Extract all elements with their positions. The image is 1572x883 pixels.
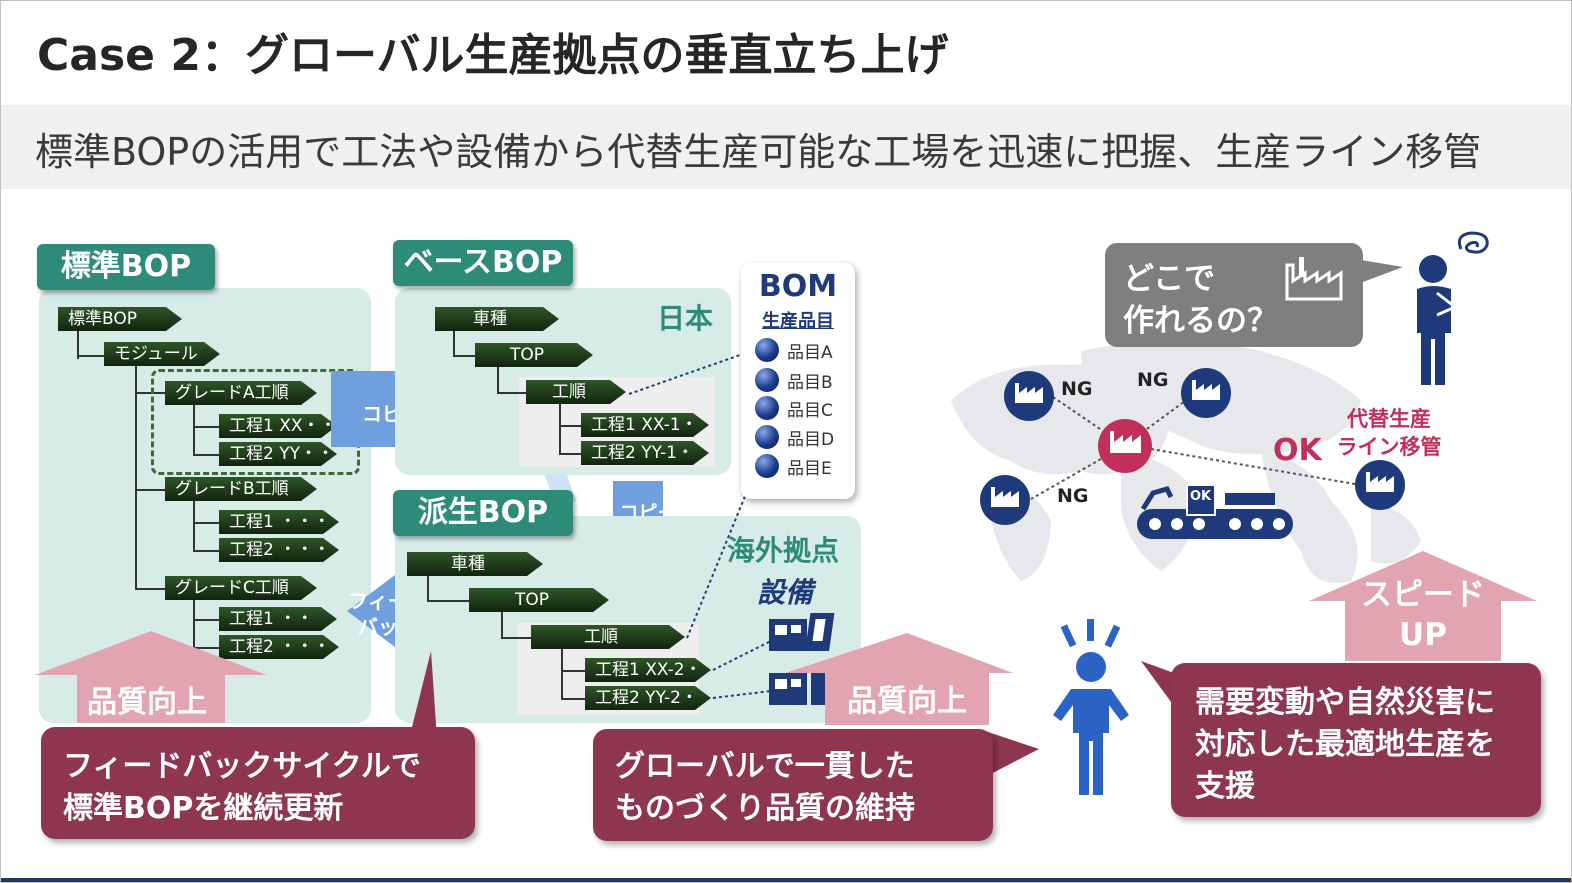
bom-item: 品目B — [755, 367, 833, 393]
question-line2: 作れるの？ — [1123, 303, 1278, 339]
bom-title: BOM — [758, 269, 838, 304]
factory-icon — [1285, 257, 1343, 301]
quality-up-label-left: 品質向上 — [87, 685, 207, 720]
item-ball-icon — [755, 425, 779, 449]
line-transfer-line1: 代替生産 — [1347, 407, 1431, 431]
line-transfer-line2: ライン移管 — [1336, 435, 1442, 459]
demand-callout-line1: 需要変動や自然災害に — [1195, 685, 1495, 720]
demand-callout-line3: 支援 — [1195, 769, 1255, 804]
tree-node: グレードC工順 — [165, 576, 317, 600]
tree-node: 工順 — [526, 380, 626, 404]
thinking-person-icon — [1417, 231, 1489, 385]
overseas-label: 海外拠点 — [727, 534, 840, 567]
global-callout-line2: ものづくり品質の維持 — [615, 791, 915, 826]
tree-node: 工程2 YY・・ — [219, 442, 337, 466]
speed-up-line1: スピード — [1361, 577, 1485, 613]
subtitle: 標準BOPの活用で工法や設備から代替生産可能な工場を迅速に把握、生産ライン移管 — [35, 130, 1482, 174]
japan-label: 日本 — [657, 302, 714, 335]
tree-node: 工程2 YY-2・ — [585, 686, 711, 710]
ng-label: NG — [1061, 378, 1093, 400]
item-ball-icon — [755, 454, 779, 478]
line-transfer-label: 代替生産 ライン移管 — [1331, 405, 1447, 461]
callout-tail — [409, 651, 437, 739]
question-bubble: どこで 作れるの？ — [1105, 243, 1363, 347]
tree-node: TOP — [469, 588, 609, 612]
item-ball-icon — [755, 338, 779, 362]
speed-up-line2: UP — [1399, 617, 1447, 653]
bom-item: 品目C — [755, 395, 833, 421]
tree-node: 工程2 ・・・ — [219, 538, 339, 562]
tree-node: グレードA工順 — [165, 381, 317, 405]
tree-node: 工程1 XX-1・ — [581, 413, 709, 437]
tree-node: 工順 — [531, 625, 685, 649]
global-quality-callout: グローバルで一貫した ものづくり品質の維持 — [593, 729, 993, 841]
quality-up-label-right: 品質向上 — [847, 684, 967, 719]
bom-item: 品目D — [755, 424, 834, 450]
tree-node: モジュール — [104, 342, 220, 366]
feedback-callout: フィードバックサイクルで 標準BOPを継続更新 — [41, 727, 475, 839]
quality-up-arrow-left — [35, 631, 267, 723]
tree-node: TOP — [475, 343, 593, 367]
tree-node: グレードB工順 — [165, 477, 317, 501]
equipment-icon — [769, 613, 835, 651]
bottom-rule — [1, 878, 1571, 882]
feedback-callout-line1: フィードバックサイクルで — [63, 749, 421, 784]
tree-node: 工程1 XX・・ — [219, 414, 337, 438]
tree-node: 車種 — [407, 552, 543, 576]
feedback-callout-line2: 標準BOPを継続更新 — [63, 791, 344, 826]
base-bop-tab: ベースBOP — [393, 240, 573, 286]
slide-title: Case 2：グローバル生産拠点の垂直立ち上げ — [37, 30, 949, 81]
item-ball-icon — [755, 368, 779, 392]
quality-up-arrow-right — [785, 633, 1013, 725]
global-callout-line1: グローバルで一貫した — [615, 749, 915, 784]
equipment-icon — [769, 669, 825, 705]
tree-node: 工程1 ・・・ — [219, 510, 339, 534]
speed-up-label: スピード UP — [1343, 575, 1503, 655]
production-line-icon — [1137, 484, 1293, 539]
callout-tail — [985, 731, 1039, 777]
tree-node: 工程2 YY-1・ — [581, 441, 709, 465]
tree-node: 工程1 XX-2・ — [585, 658, 711, 682]
surprised-person-icon — [1053, 619, 1129, 795]
equipment-label: 設備 — [757, 576, 814, 609]
demand-callout: 需要変動や自然災害に 対応した最適地生産を 支援 — [1171, 663, 1541, 817]
demand-callout-line2: 対応した最適地生産を — [1195, 727, 1495, 762]
bom-subtitle: 生産品目 — [762, 311, 834, 332]
ok-label: OK — [1273, 433, 1322, 468]
bom-item: 品目A — [755, 337, 833, 363]
speed-up-arrow — [1309, 551, 1537, 661]
subtitle-bar — [1, 105, 1571, 189]
ng-label: NG — [1057, 485, 1089, 507]
question-line1: どこで — [1123, 261, 1216, 297]
standard-bop-tab: 標準BOP — [37, 244, 215, 290]
item-ball-icon — [755, 396, 779, 420]
ng-label: NG — [1137, 369, 1169, 391]
callout-tail — [1355, 259, 1403, 285]
derived-bop-tab: 派生BOP — [393, 490, 573, 536]
tree-node: 車種 — [435, 307, 559, 331]
machine-ok-badge: OK — [1190, 489, 1212, 504]
bom-card: BOM 生産品目 品目A 品目B 品目C 品目D 品目E — [741, 263, 855, 499]
tree-node: 標準BOP — [58, 307, 182, 331]
tree-node: 工程1 ・・ — [219, 607, 337, 631]
tree-node: 工程2 ・・・ — [219, 635, 339, 659]
bom-item: 品目E — [755, 453, 832, 479]
